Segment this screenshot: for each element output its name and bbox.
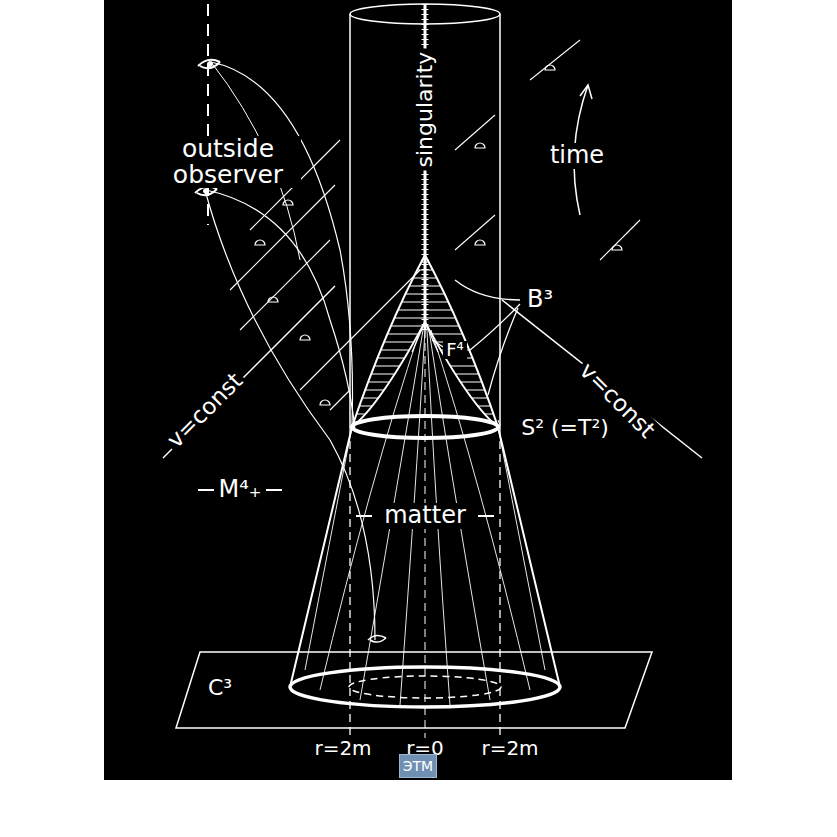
surface-label: S² (=T²) [518,416,612,439]
spacetime-label: M⁴₊ [216,477,265,502]
watermark-logo: ЭТМ [399,754,437,779]
hypersurface-label: C³ [205,676,235,699]
time-label: time [547,143,607,168]
radius-label: r=2m [311,738,374,759]
observer-label: outside observer [155,136,301,189]
surface-label: B³ [524,287,556,312]
matter-label: matter [381,503,469,528]
singularity-label: singularity [413,49,436,171]
radius-label: r=2m [478,738,541,759]
region-label: F⁴ [443,341,467,360]
